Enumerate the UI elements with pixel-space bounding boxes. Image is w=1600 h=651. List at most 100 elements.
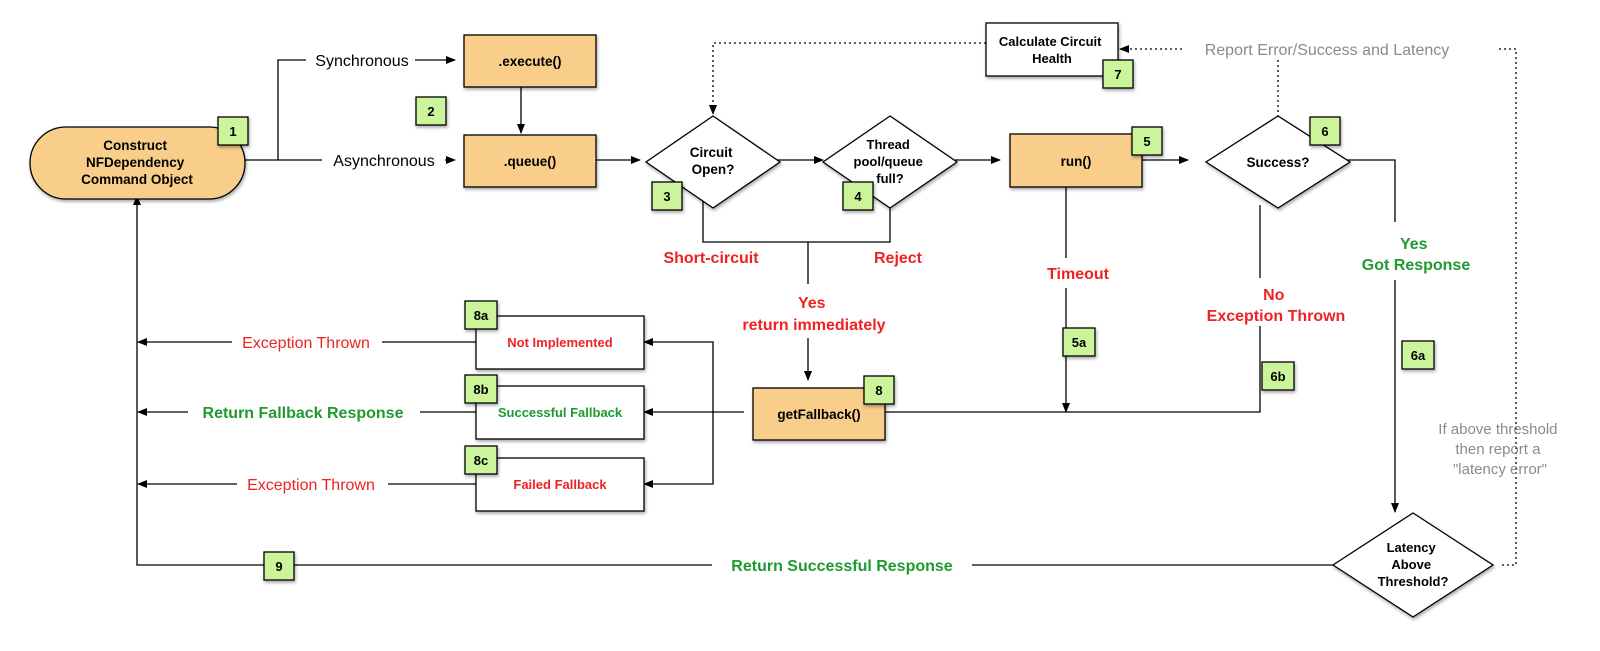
circuit-open-line-2: Open? bbox=[692, 162, 735, 177]
node-failed-fallback: Failed Fallback bbox=[475, 457, 645, 512]
svg-text:8b: 8b bbox=[473, 382, 488, 397]
node-queue: .queue() bbox=[463, 134, 597, 188]
label-timeout: Timeout bbox=[1047, 266, 1110, 283]
construct-line-3: Command Object bbox=[81, 172, 193, 187]
run-label: run() bbox=[1061, 154, 1092, 169]
badge-6: 6 bbox=[1309, 116, 1341, 146]
node-not-implemented: Not Implemented bbox=[475, 315, 645, 370]
svg-text:Calculate Circuit Health: Calculate Circuit Health bbox=[999, 34, 1105, 66]
edge-fallback-failed bbox=[643, 412, 714, 488]
svg-text:7: 7 bbox=[1114, 67, 1121, 82]
edge-report-latency bbox=[1497, 48, 1517, 566]
node-execute: .execute() bbox=[463, 34, 597, 88]
edge-construct-split bbox=[240, 59, 306, 161]
edge-noexc-2 bbox=[871, 326, 1261, 416]
badge-5: 5 bbox=[1131, 126, 1163, 156]
svg-text:5a: 5a bbox=[1072, 335, 1087, 350]
svg-text:No Exception Thrown: No Exception Thrown bbox=[1207, 287, 1346, 325]
edge-yes-got-1 bbox=[1335, 159, 1396, 222]
badge-6a: 6a bbox=[1401, 340, 1435, 370]
label-synchronous: Synchronous bbox=[315, 53, 408, 70]
label-exception-1: Exception Thrown bbox=[242, 335, 370, 352]
label-reject: Reject bbox=[874, 250, 923, 267]
svg-text:5: 5 bbox=[1143, 134, 1150, 149]
badge-2: 2 bbox=[415, 96, 447, 126]
badge-8c: 8c bbox=[464, 445, 498, 475]
label-yes-2: return immediately bbox=[742, 317, 885, 334]
svg-text:Construct NFDependency: Construct NFDependency Command Object bbox=[81, 138, 193, 187]
node-latency: Latency Above Threshold? bbox=[1331, 512, 1495, 618]
failed-fallback-label: Failed Fallback bbox=[513, 477, 607, 492]
svg-text:1: 1 bbox=[229, 124, 236, 139]
thread-pool-line-2: pool/queue bbox=[854, 154, 923, 169]
node-run: run() bbox=[1009, 133, 1143, 188]
edge-fallback-notimpl bbox=[643, 338, 714, 412]
thread-pool-line-1: Thread bbox=[867, 137, 910, 152]
badge-7: 7 bbox=[1102, 59, 1134, 89]
svg-text:9: 9 bbox=[275, 559, 282, 574]
label-report: Report Error/Success and Latency bbox=[1205, 42, 1450, 59]
badge-8a: 8a bbox=[464, 300, 498, 330]
svg-text:Thread pool/queue: Thread pool/queue full? bbox=[854, 137, 927, 186]
edge-labels: Synchronous Asynchronous Short-circuit R… bbox=[203, 42, 1561, 575]
badges: 1 2 3 4 5 5a 6 6a 6b 7 8 8a 8b 8c 9 bbox=[217, 59, 1435, 581]
node-construct: Construct NFDependency Command Object bbox=[29, 126, 246, 200]
badge-6b: 6b bbox=[1261, 361, 1295, 391]
badge-5a: 5a bbox=[1062, 327, 1096, 357]
success-label: Success? bbox=[1246, 155, 1309, 170]
svg-text:6: 6 bbox=[1321, 124, 1328, 139]
svg-text:Circuit Open?: Circuit Open? bbox=[690, 145, 737, 177]
label-yes-got-1: Yes bbox=[1400, 236, 1428, 253]
badge-1: 1 bbox=[217, 116, 249, 146]
svg-text:6b: 6b bbox=[1270, 369, 1285, 384]
label-no-1: No bbox=[1263, 287, 1285, 304]
successful-fallback-label: Successful Fallback bbox=[498, 405, 623, 420]
badge-8b: 8b bbox=[464, 374, 498, 404]
thread-pool-line-3: full? bbox=[876, 171, 903, 186]
label-short-circuit: Short-circuit bbox=[663, 250, 759, 267]
svg-text:8: 8 bbox=[875, 383, 882, 398]
get-fallback-label: getFallback() bbox=[777, 407, 860, 422]
label-yes-1: Yes bbox=[798, 295, 826, 312]
svg-text:2: 2 bbox=[427, 104, 434, 119]
edge-health-circuit bbox=[709, 42, 986, 115]
svg-text:If above threshold then: If above threshold then report a "latenc… bbox=[1438, 421, 1561, 478]
latency-line-1: Latency bbox=[1387, 540, 1437, 555]
svg-text:Latency Above Thre: Latency Above Threshold? bbox=[1378, 540, 1449, 589]
label-return-successful: Return Successful Response bbox=[731, 558, 953, 575]
node-successful-fallback: Successful Fallback bbox=[475, 385, 645, 440]
svg-text:Yes Got Response: Yes Got Response bbox=[1362, 236, 1471, 274]
circuit-open-line-1: Circuit bbox=[690, 145, 733, 160]
label-return-fallback: Return Fallback Response bbox=[203, 405, 404, 422]
execute-label: .execute() bbox=[498, 54, 561, 69]
report-lines bbox=[709, 42, 1517, 566]
badge-4: 4 bbox=[842, 181, 874, 211]
calc-health-line-2: Health bbox=[1032, 51, 1072, 66]
badge-9: 9 bbox=[263, 551, 295, 581]
construct-line-1: Construct bbox=[103, 138, 167, 153]
calc-health-line-1: Calculate Circuit bbox=[999, 34, 1102, 49]
label-no-2: Exception Thrown bbox=[1207, 308, 1346, 325]
svg-text:6a: 6a bbox=[1411, 348, 1426, 363]
label-latency-note-1: If above threshold bbox=[1438, 421, 1557, 438]
construct-line-2: NFDependency bbox=[86, 155, 185, 170]
svg-text:8a: 8a bbox=[474, 308, 489, 323]
svg-text:3: 3 bbox=[663, 189, 670, 204]
node-calc-health: Calculate Circuit Health bbox=[985, 22, 1119, 77]
latency-line-3: Threshold? bbox=[1378, 574, 1449, 589]
svg-text:Yes return immediately: Yes return immediately bbox=[742, 295, 885, 334]
label-exception-2: Exception Thrown bbox=[247, 477, 375, 494]
label-asynchronous: Asynchronous bbox=[333, 153, 434, 170]
node-get-fallback: getFallback() bbox=[752, 387, 886, 441]
queue-label: .queue() bbox=[504, 154, 557, 169]
label-yes-got-2: Got Response bbox=[1362, 257, 1471, 274]
label-latency-note-3: "latency error" bbox=[1453, 461, 1547, 478]
not-implemented-label: Not Implemented bbox=[507, 335, 613, 350]
badge-8: 8 bbox=[863, 375, 895, 405]
svg-text:4: 4 bbox=[854, 189, 862, 204]
edge-return-success-b bbox=[133, 195, 712, 566]
edge-short-circuit bbox=[702, 200, 891, 243]
badge-3: 3 bbox=[651, 181, 683, 211]
label-latency-note-2: then report a bbox=[1455, 441, 1541, 458]
